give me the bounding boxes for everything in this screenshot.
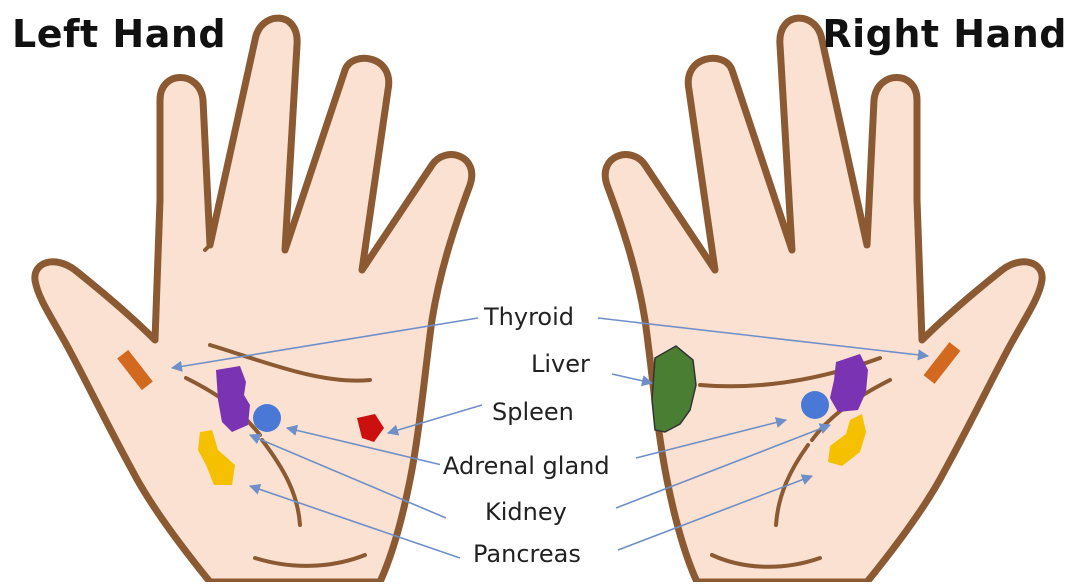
right-hand-title: Right Hand	[822, 12, 1067, 56]
right-kidney-zone	[801, 391, 829, 419]
thyroid-label: Thyroid	[481, 303, 577, 331]
left-hand-title: Left Hand	[12, 12, 226, 56]
liver-arrow	[612, 374, 652, 383]
adrenal-gland-label: Adrenal gland	[440, 452, 613, 480]
left-hand	[35, 18, 472, 582]
left-kidney-zone	[253, 404, 281, 432]
left-hand-outline	[35, 18, 472, 582]
pancreas-label: Pancreas	[470, 540, 584, 568]
liver-label: Liver	[528, 350, 593, 378]
spleen-label: Spleen	[489, 398, 577, 426]
kidney-label: Kidney	[482, 498, 570, 526]
right-hand	[605, 18, 1042, 582]
right-hand-outline	[605, 18, 1042, 582]
